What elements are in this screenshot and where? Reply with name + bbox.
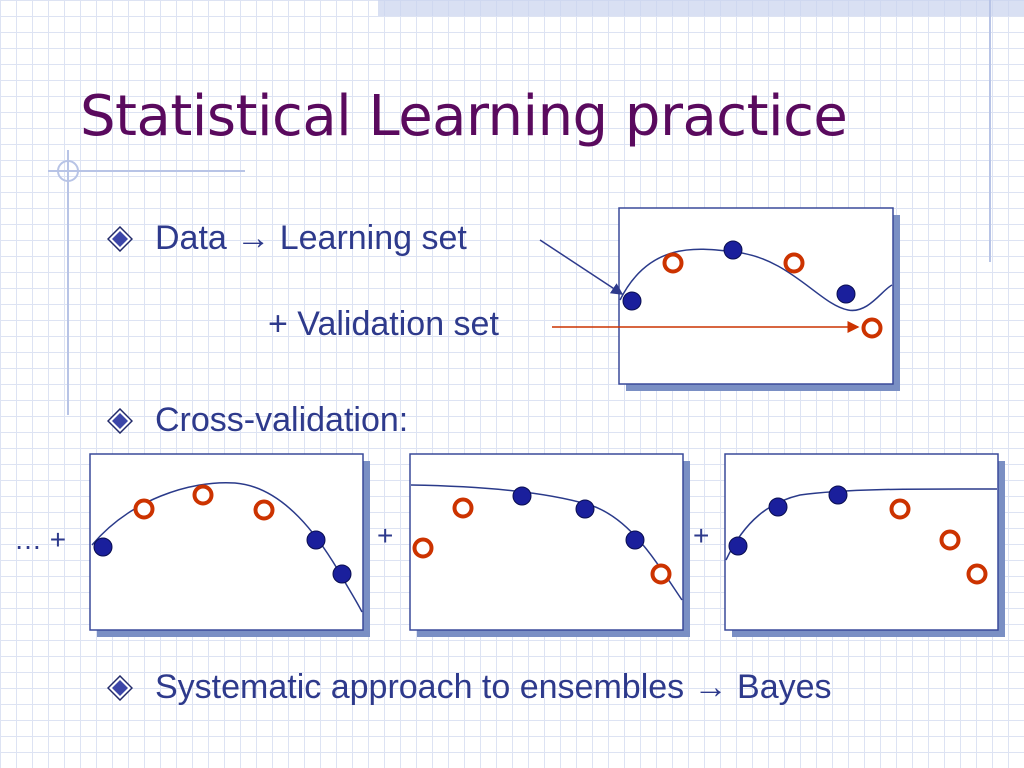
fold-panel-2: [409, 453, 690, 637]
validation-point: [412, 537, 434, 559]
learning-point: [332, 564, 352, 584]
learning-point: [836, 284, 856, 304]
learning-point: [622, 291, 642, 311]
validation-point: [192, 484, 214, 506]
learning-point: [93, 537, 113, 557]
fit-curve: [91, 481, 363, 613]
validation-point: [650, 563, 672, 585]
validation-point: [662, 252, 684, 274]
validation-point: [939, 529, 961, 551]
diamond-bullet-icon: [107, 408, 133, 434]
validation-point: [783, 252, 805, 274]
fit-curve: [725, 488, 998, 561]
fold-panel-3: [724, 453, 1005, 637]
validation-point: [861, 317, 883, 339]
learning-point: [512, 486, 532, 506]
learning-point: [728, 536, 748, 556]
learning-point: [575, 499, 595, 519]
validation-point: [452, 497, 474, 519]
bullet-text-data-learning: Data → Learning set: [155, 219, 467, 257]
validation-point: [253, 499, 275, 521]
learning-point: [768, 497, 788, 517]
learning-point: [625, 530, 645, 550]
bullet-text-cross-validation: Cross-validation:: [155, 401, 409, 439]
learning-point: [723, 240, 743, 260]
learning-arrow: [539, 239, 624, 295]
fold-panel-1: [89, 453, 370, 637]
diamond-bullet-icon: [107, 675, 133, 701]
decor-ring: [57, 160, 79, 182]
fold-separator: +: [377, 520, 394, 551]
top-decor-band: [378, 0, 1024, 16]
learning-point: [828, 485, 848, 505]
fold-separator: … +: [14, 524, 67, 555]
main-panel: [618, 207, 900, 391]
validation-point: [966, 563, 988, 585]
validation-set-label: + Validation set: [268, 305, 499, 343]
validation-point: [133, 498, 155, 520]
fold-separator: +: [693, 520, 710, 551]
learning-point: [306, 530, 326, 550]
bullet-text-ensembles: Systematic approach to ensembles → Bayes: [155, 668, 832, 706]
diamond-bullet-icon: [107, 226, 133, 252]
slide-title: Statistical Learning practice: [80, 84, 848, 149]
validation-point: [889, 498, 911, 520]
